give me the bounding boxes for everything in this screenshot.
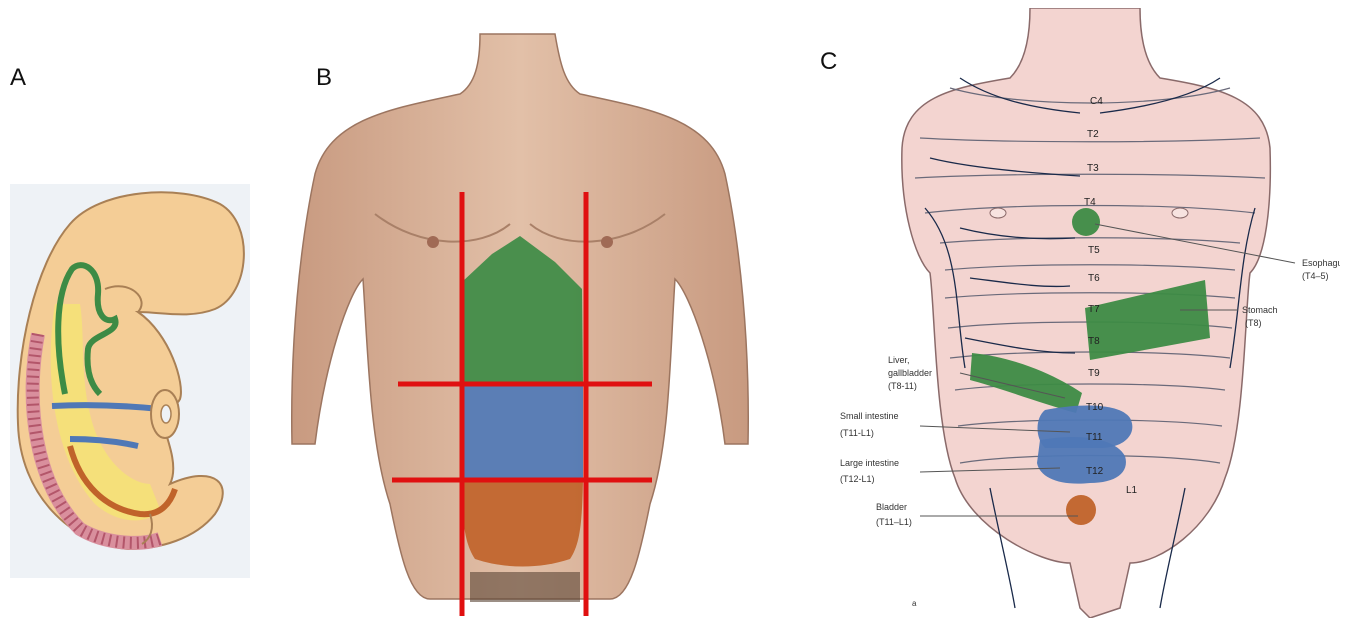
pubic-hair: [470, 572, 580, 602]
leader-lines: [919, 223, 1296, 517]
midgut-outline: [51, 402, 161, 449]
esophagus-range: (T4–5): [1302, 271, 1329, 281]
dermatome-l1: L1: [1126, 485, 1138, 496]
dermatome-t2: T2: [1087, 129, 1099, 140]
dermatome-t11: T11: [1086, 432, 1103, 443]
embryo-somite-ticks: [26, 332, 162, 549]
dermatome-t5: T5: [1088, 245, 1100, 256]
nipple-right: [601, 236, 613, 248]
esophagus-zone: [1072, 208, 1100, 236]
nerve-lines: [924, 77, 1256, 609]
liver-zone: [970, 353, 1082, 413]
hypogastric-region: [462, 480, 583, 567]
hindgut-outline: [67, 445, 178, 518]
embryo-tail: [141, 513, 153, 545]
pectoral-left: [374, 213, 511, 243]
stomach-zone: [1085, 280, 1210, 360]
panel-b-label: B: [316, 64, 333, 91]
small-intestine-zone: [1037, 405, 1133, 448]
nipple-left-c: [989, 207, 1007, 219]
liver-range: (T8-11): [888, 381, 917, 391]
dermatome-c4: C4: [1090, 96, 1103, 107]
dermatome-illustration: C4 T2 T3 T4 T5 T6 T7 T8 T9 T10 T11 T12 L…: [840, 8, 1340, 618]
large-intestine-range: (T12-L1): [840, 474, 875, 484]
dermatome-t9: T9: [1088, 368, 1100, 379]
large-intestine-label: Large intestine: [840, 458, 899, 468]
foregut-outline: [55, 262, 119, 397]
bladder-range: (T11–L1): [876, 517, 912, 527]
small-intestine-range: (T11-L1): [840, 428, 874, 438]
footnote-marker: a: [912, 599, 917, 608]
torso-grid-illustration: [291, 33, 749, 616]
dermatome-t8: T8: [1088, 336, 1100, 347]
nipple-left: [427, 236, 439, 248]
dermatome-t4: T4: [1084, 197, 1096, 208]
epigastric-region: [462, 236, 583, 384]
embryo-head-fold: [104, 285, 143, 313]
bladder-label: Bladder: [876, 502, 907, 512]
panel-a-label: A: [10, 64, 27, 91]
dermatome-t10: T10: [1086, 402, 1104, 413]
nipple-right-c: [1171, 207, 1189, 219]
dermatome-t7: T7: [1088, 304, 1100, 315]
dermatome-t12: T12: [1086, 466, 1104, 477]
panel-c-label: C: [820, 48, 838, 75]
dermatome-t6: T6: [1088, 273, 1100, 284]
liver-label-line1: Liver,: [888, 355, 910, 365]
stomach-label: Stomach: [1242, 305, 1278, 315]
bladder-zone: [1066, 495, 1096, 525]
embryo-yolk-stalk-lumen: [160, 404, 172, 424]
large-intestine-zone: [1037, 436, 1126, 484]
liver-label-line2: gallbladder: [888, 368, 932, 378]
dermatome-t3: T3: [1087, 163, 1099, 174]
stomach-range: (T8): [1245, 318, 1262, 328]
umbilical-region: [462, 384, 583, 480]
pectoral-right: [529, 213, 666, 243]
small-intestine-label: Small intestine: [840, 411, 899, 421]
embryo-illustration: [10, 184, 250, 578]
esophagus-label: Esophagus: [1302, 258, 1340, 268]
